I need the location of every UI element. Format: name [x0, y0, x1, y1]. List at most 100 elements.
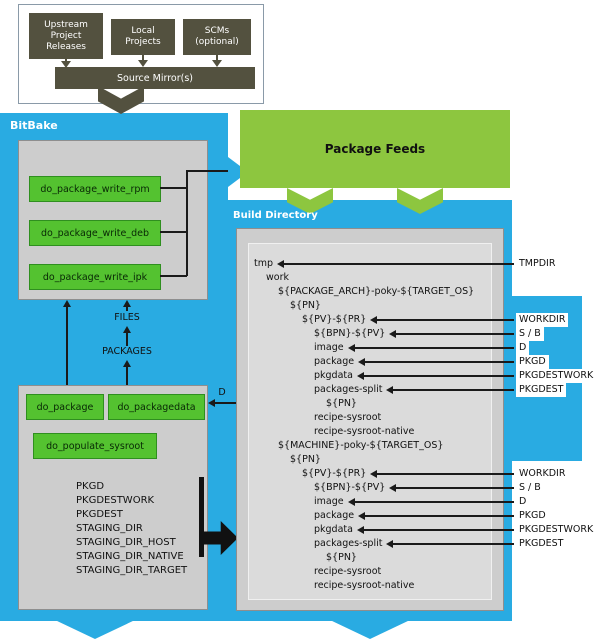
write-task-stub-line [160, 275, 187, 277]
tree-item: ${PN} [290, 454, 321, 465]
tree-item: ${PN} [290, 300, 321, 311]
variable-STAGING_DIR_HOST: STAGING_DIR_HOST [76, 537, 176, 548]
annotation-arrow-line [365, 361, 514, 363]
tree-item: pkgdata [314, 370, 353, 381]
local-projects-label: Local Projects [125, 26, 161, 47]
tree-item: pkgdata [314, 524, 353, 535]
tree-item: package [314, 356, 355, 367]
annotation-label-PKGDEST: PKGDEST [516, 537, 567, 551]
local-arrow-head [138, 60, 148, 67]
packages-label: PACKAGES [102, 346, 152, 357]
tree-item: recipe-sysroot-native [314, 426, 415, 437]
variable-STAGING_DIR: STAGING_DIR [76, 523, 143, 534]
tree-item: ${PACKAGE_ARCH}-poky-${TARGET_OS} [278, 286, 475, 297]
package-tasks-box: do_package do_packagedata do_populate_sy… [18, 385, 208, 610]
annotation-arrow-head [389, 330, 396, 338]
scms-label: SCMs (optional) [195, 26, 239, 47]
package-feeds-box: Package Feeds [240, 110, 510, 188]
annotation-arrow-line [284, 263, 514, 265]
box2-up-arrow-head [123, 360, 131, 367]
task-do-populate-sysroot-label: do_populate_sysroot [46, 440, 144, 452]
build-directory-title: Build Directory [233, 210, 318, 221]
annotation-arrow-head [370, 470, 377, 478]
variable-STAGING_DIR_TARGET: STAGING_DIR_TARGET [76, 565, 188, 576]
source-mirror-label: Source Mirror(s) [117, 72, 193, 84]
annotation-label-S / B: S / B [516, 327, 544, 341]
annotation-label-PKGD: PKGD [516, 355, 549, 369]
annotation-label-PKGDESTWORK: PKGDESTWORK [516, 523, 597, 537]
task-do-package: do_package [26, 394, 104, 420]
task-do-packagedata: do_packagedata [108, 394, 205, 420]
task-do-package-label: do_package [36, 401, 94, 413]
tree-item: ${BPN}-${PV} [314, 328, 386, 339]
annotation-arrow-head [386, 386, 393, 394]
annotation-arrow-line [364, 529, 514, 531]
tree-item: work [266, 272, 289, 283]
annotation-arrow-line [364, 375, 514, 377]
bitbake-title: BitBake [10, 119, 58, 132]
tree-item: image [314, 496, 344, 507]
annotation-arrow-head [277, 260, 284, 268]
tree-item: ${PV}-${PR} [302, 468, 367, 479]
annotation-arrow-head [389, 484, 396, 492]
files-up-arrow-line [126, 307, 128, 311]
scms-arrow-head [212, 60, 222, 67]
task-do-packagedata-label: do_packagedata [117, 401, 196, 413]
tree-item: recipe-sysroot [314, 566, 382, 577]
annotation-arrow-head [370, 316, 377, 324]
bitbake-variables-list: PKGD PKGDESTWORK PKGDEST STAGING_DIR STAGING… [76, 480, 187, 578]
local-projects-box: Local Projects [111, 19, 175, 55]
annotation-label-WORKDIR: WORKDIR [516, 313, 569, 327]
build-directory-inner [248, 243, 492, 600]
annotation-arrow-head [357, 372, 364, 380]
task-do_package_write_deb: do_package_write_deb [29, 220, 161, 246]
source-mirror-box: Source Mirror(s) [55, 67, 255, 89]
packages-up-arrow-line [126, 333, 128, 346]
packages-up-arrow-head [123, 326, 131, 333]
tree-item: ${PN} [326, 398, 357, 409]
annotation-arrow-line [377, 319, 514, 321]
variable-STAGING_DIR_NATIVE: STAGING_DIR_NATIVE [76, 551, 184, 562]
annotation-label-PKGDEST: PKGDEST [516, 383, 567, 397]
tree-item: tmp [254, 258, 274, 269]
annotation-arrow-head [358, 358, 365, 366]
tree-item: packages-split [314, 384, 383, 395]
annotation-arrow-line [355, 347, 514, 349]
annotation-arrow-head [386, 540, 393, 548]
tree-item: ${PV}-${PR} [302, 314, 367, 325]
annotation-arrow-line [377, 473, 514, 475]
files-up-arrow-head [123, 300, 131, 307]
task-do_package_write_ipk: do_package_write_ipk [29, 264, 161, 290]
tree-item: ${MACHINE}-poky-${TARGET_OS} [278, 440, 444, 451]
upstream-releases-box: Upstream Project Releases [29, 13, 103, 59]
annotation-label-TMPDIR: TMPDIR [516, 257, 559, 271]
package-feeds-title: Package Feeds [324, 142, 426, 156]
annotation-label-D: D [516, 341, 530, 355]
build-bottom-chevron [330, 620, 410, 639]
box2-up-arrow-line [126, 367, 128, 385]
tree-item: ${PN} [326, 552, 357, 563]
tree-item: recipe-sysroot [314, 412, 382, 423]
variable-PKGD: PKGD [76, 481, 105, 492]
annotation-label-D: D [516, 495, 530, 509]
write-task-stub-line [160, 187, 187, 189]
annotation-arrow-head [357, 526, 364, 534]
d-arrow-head [208, 399, 215, 407]
variable-PKGDEST: PKGDEST [76, 509, 123, 520]
tree-item: recipe-sysroot-native [314, 580, 415, 591]
do-package-up-arrow-line [66, 307, 68, 393]
d-arrow-label: D [218, 387, 226, 398]
annotation-arrow-line [396, 333, 514, 335]
tree-item: packages-split [314, 538, 383, 549]
variable-PKGDESTWORK: PKGDESTWORK [76, 495, 155, 506]
write-tasks-connector-vline [186, 171, 188, 276]
write-task-stub-line [160, 231, 187, 233]
local-arrow-stem [142, 55, 144, 61]
write-tasks-exit-line [186, 170, 230, 172]
task-do-populate-sysroot: do_populate_sysroot [33, 433, 157, 459]
annotation-arrow-line [365, 515, 514, 517]
annotation-label-WORKDIR: WORKDIR [516, 467, 569, 481]
tree-item: ${BPN}-${PV} [314, 482, 386, 493]
